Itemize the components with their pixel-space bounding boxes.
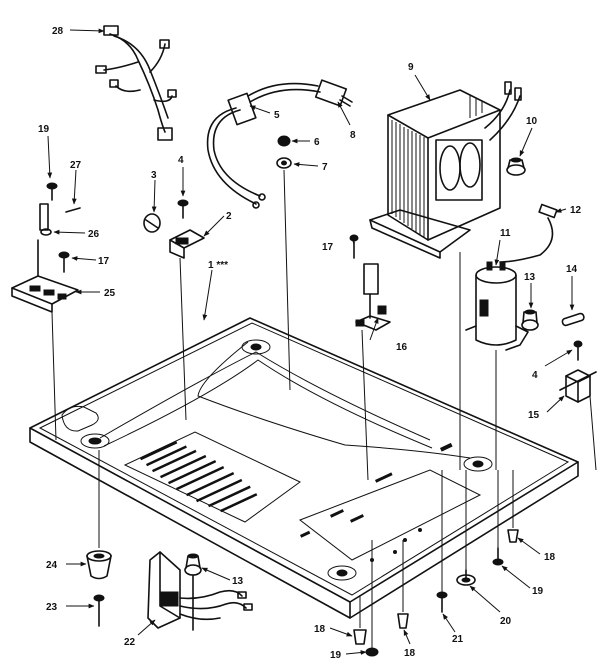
label-15: 15: [528, 410, 540, 421]
screw-part-4-left: [177, 199, 189, 219]
label-11: 11: [500, 228, 511, 239]
wire-lead-part-12: [499, 203, 558, 263]
transformer-part-9: [369, 81, 522, 470]
grommet-part-10: [506, 157, 526, 176]
foot-part-24: [86, 450, 112, 580]
leader-lines: [47, 28, 575, 655]
label-19c: 19: [532, 586, 544, 597]
label-18a: 18: [314, 624, 326, 635]
label-23: 23: [46, 602, 58, 613]
fuse-part-14: [561, 312, 585, 327]
label-3: 3: [151, 170, 157, 181]
label-22: 22: [124, 637, 136, 648]
fuse-holder-part-15: [559, 340, 597, 471]
label-2: 2: [226, 211, 232, 222]
wire-harness-part-28: [95, 25, 177, 141]
switch-bracket-part-16: [349, 234, 391, 481]
left-bracket-assembly: [11, 182, 81, 441]
grommet-part-13-bottom: [184, 553, 202, 631]
washer-part-3: [143, 213, 161, 233]
grommet-part-13-top: [521, 309, 539, 331]
label-19b: 19: [330, 650, 342, 661]
capacitor-part-11: [465, 261, 529, 470]
label-6: 6: [314, 137, 320, 148]
label-4b: 4: [532, 370, 538, 381]
label-9: 9: [408, 62, 414, 73]
label-14: 14: [566, 264, 578, 275]
label-20: 20: [500, 616, 512, 627]
label-13a: 13: [524, 272, 536, 283]
label-4a: 4: [178, 155, 184, 166]
bottom-fasteners: [353, 470, 519, 657]
label-25: 25: [104, 288, 116, 299]
label-7: 7: [322, 162, 328, 173]
label-21: 21: [452, 634, 464, 645]
thermal-cutout-part-2: [169, 229, 205, 421]
part-labels: 28 19 27 26 17 25 3 4 2 1 *** 5 6 7 8 9 …: [38, 26, 582, 661]
label-16: 16: [396, 342, 408, 353]
label-13b: 13: [232, 576, 244, 587]
base-pan: [29, 317, 579, 619]
label-27: 27: [70, 160, 82, 171]
label-8: 8: [350, 130, 356, 141]
power-cord-part-5-8: [206, 79, 353, 209]
label-24: 24: [46, 560, 58, 571]
screw-part-23: [93, 594, 105, 627]
label-26: 26: [88, 229, 100, 240]
label-17b: 17: [322, 242, 334, 253]
label-18c: 18: [544, 552, 556, 563]
label-5: 5: [274, 110, 280, 121]
label-18b: 18: [404, 648, 416, 659]
label-28: 28: [52, 26, 64, 37]
label-10: 10: [526, 116, 538, 127]
label-12: 12: [570, 205, 582, 216]
label-1: 1 ***: [208, 260, 228, 271]
bracket-part-22: [147, 551, 253, 629]
label-19a: 19: [38, 124, 50, 135]
label-17a: 17: [98, 256, 110, 267]
nut-washer-part-6-7: [276, 135, 292, 391]
